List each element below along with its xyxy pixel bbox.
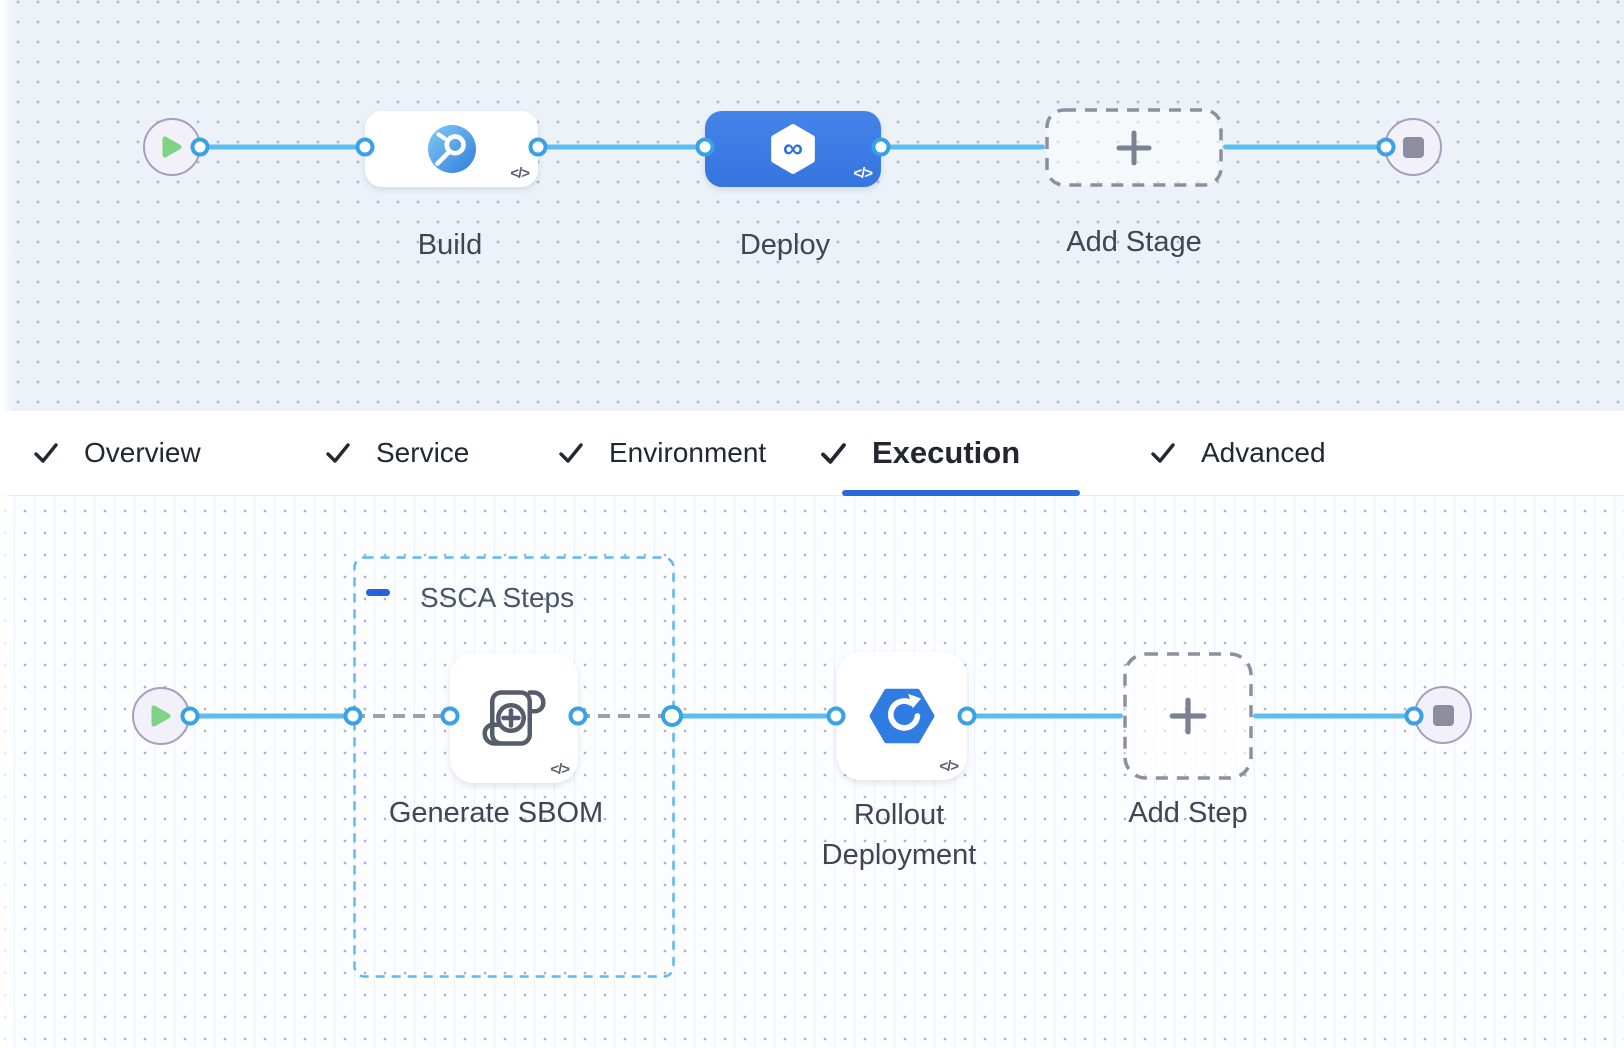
- connector-line: [881, 144, 1045, 150]
- tab-label: Environment: [609, 437, 767, 468]
- yaml-code-icon[interactable]: </>: [550, 761, 570, 778]
- connector-port[interactable]: [355, 137, 375, 157]
- ci-build-icon: [427, 125, 476, 173]
- tab-execution[interactable]: Execution: [820, 411, 1020, 495]
- connector-port[interactable]: [695, 137, 715, 157]
- connector-port[interactable]: [957, 706, 977, 726]
- connector-port[interactable]: [1404, 706, 1424, 726]
- step-node-rollout-deployment[interactable]: </>: [837, 652, 967, 780]
- yaml-code-icon[interactable]: </>: [510, 165, 530, 182]
- plus-icon: [1116, 130, 1152, 165]
- step-label-rollout-deployment: Rollout Deployment: [821, 799, 977, 871]
- tab-advanced[interactable]: Advanced: [1150, 411, 1326, 495]
- connector-port[interactable]: [826, 706, 846, 726]
- yaml-code-icon[interactable]: </>: [939, 758, 959, 775]
- stage-node-deploy[interactable]: ∞ </>: [705, 111, 881, 187]
- connector-port[interactable]: [871, 137, 891, 157]
- stage-config-tabbar: Overview Service Environment Execution A…: [0, 410, 1624, 496]
- connector-line: [200, 144, 365, 150]
- check-icon: [326, 443, 350, 463]
- stop-icon: [1432, 704, 1454, 726]
- play-icon: [151, 705, 171, 727]
- check-icon: [821, 442, 846, 464]
- connector-line: [538, 144, 705, 150]
- stage-label-build: Build: [417, 229, 483, 261]
- add-stage-button[interactable]: [1045, 108, 1223, 187]
- connector-port[interactable]: [440, 706, 460, 726]
- tab-label: Advanced: [1201, 437, 1326, 468]
- tab-environment[interactable]: Environment: [558, 411, 766, 495]
- check-icon: [559, 443, 583, 463]
- connector-port[interactable]: [528, 137, 548, 157]
- connector-port[interactable]: [661, 705, 683, 727]
- step-node-generate-sbom[interactable]: </>: [450, 653, 578, 783]
- yaml-code-icon[interactable]: </>: [853, 165, 873, 182]
- connector-line-dashed: [578, 714, 672, 718]
- canvas-left-fade: [0, 0, 14, 1048]
- connector-port[interactable]: [190, 137, 210, 157]
- connector-port[interactable]: [1376, 137, 1396, 157]
- connector-line: [1253, 713, 1414, 719]
- connector-port[interactable]: [343, 706, 363, 726]
- rollout-hexagon-icon: [869, 688, 935, 744]
- execution-steps-canvas[interactable]: [0, 496, 1624, 1048]
- stop-icon: [1402, 136, 1424, 158]
- scroll-plus-icon: [482, 690, 546, 746]
- step-group-ssca: [353, 556, 675, 978]
- tab-overview[interactable]: Overview: [33, 411, 201, 495]
- plus-icon: [1169, 697, 1207, 735]
- connector-line: [190, 713, 353, 719]
- connector-port[interactable]: [568, 706, 588, 726]
- active-tab-underline: [842, 490, 1080, 496]
- tab-label: Overview: [84, 437, 201, 468]
- svg-text:∞: ∞: [783, 132, 803, 163]
- connector-line-dashed: [353, 714, 450, 718]
- step-group-label: SSCA Steps: [420, 582, 575, 613]
- group-collapse-button[interactable]: [366, 589, 390, 596]
- step-label-add-step: Add Step: [1128, 797, 1248, 829]
- tab-label: Execution: [872, 435, 1021, 470]
- connector-line: [672, 713, 836, 719]
- connector-line: [967, 713, 1123, 719]
- connector-port[interactable]: [180, 706, 200, 726]
- play-icon: [162, 136, 182, 158]
- add-step-button[interactable]: [1123, 652, 1253, 780]
- check-icon: [1151, 443, 1175, 463]
- stage-label-add-stage: Add Stage: [1066, 226, 1202, 258]
- step-label-generate-sbom: Generate SBOM: [388, 797, 604, 829]
- tab-label: Service: [376, 437, 470, 468]
- check-icon: [34, 443, 58, 463]
- stage-node-build[interactable]: </>: [365, 111, 538, 187]
- stage-pipeline-canvas[interactable]: </> Build ∞ </> Deploy Add Stage: [0, 0, 1624, 410]
- stage-label-deploy: Deploy: [739, 229, 831, 261]
- tab-service[interactable]: Service: [325, 411, 469, 495]
- cd-hexagon-infinity-icon: ∞: [771, 124, 815, 174]
- connector-line: [1223, 144, 1386, 150]
